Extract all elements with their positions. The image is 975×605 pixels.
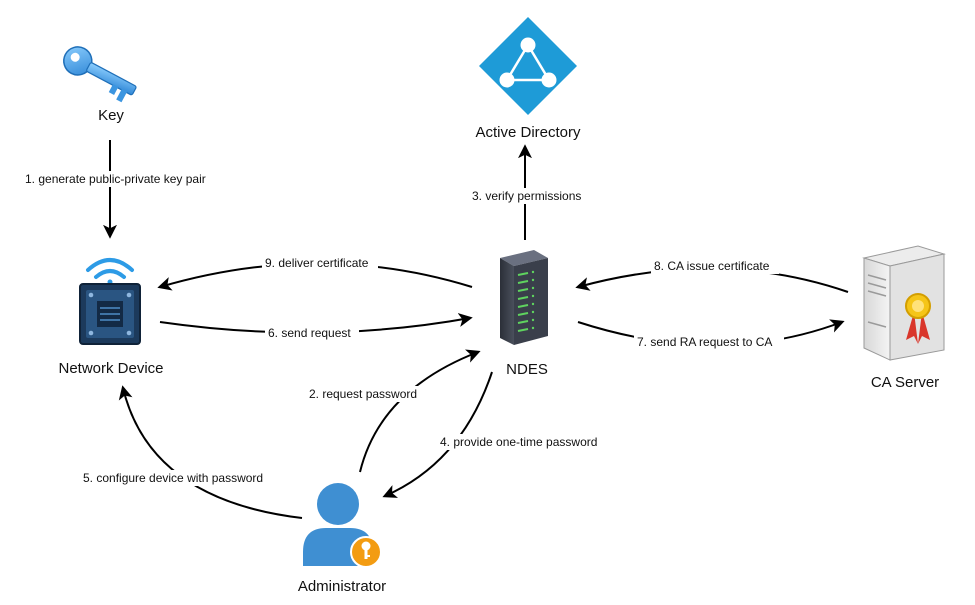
administrator-label: Administrator <box>298 578 386 595</box>
key-icon <box>63 46 137 103</box>
edge-label-9: 9. deliver certificate <box>265 256 369 270</box>
edge-label-4: 4. provide one-time password <box>440 435 597 449</box>
edge-request-password <box>359 349 481 473</box>
admin-user-icon <box>303 483 382 568</box>
ca-server-label: CA Server <box>871 374 939 391</box>
edge-label-6: 6. send request <box>268 326 351 340</box>
network-device-icon <box>79 258 141 345</box>
active-directory-label: Active Directory <box>475 124 581 141</box>
edge-label-1: 1. generate public-private key pair <box>25 172 206 186</box>
edge-label-2: 2. request password <box>309 387 417 401</box>
edge-label-3: 3. verify permissions <box>472 189 581 203</box>
key-label: Key <box>98 107 124 124</box>
edge-label-7: 7. send RA request to CA <box>637 335 772 349</box>
server-rack-icon <box>500 250 548 345</box>
certificate-server-icon <box>862 245 946 361</box>
edge-label-5: 5. configure device with password <box>83 471 263 485</box>
network-device-label: Network Device <box>58 360 163 377</box>
edge-label-8: 8. CA issue certificate <box>654 259 770 273</box>
ndes-label: NDES <box>506 361 548 378</box>
active-directory-icon <box>479 17 577 115</box>
edge-configure-device <box>118 385 303 519</box>
